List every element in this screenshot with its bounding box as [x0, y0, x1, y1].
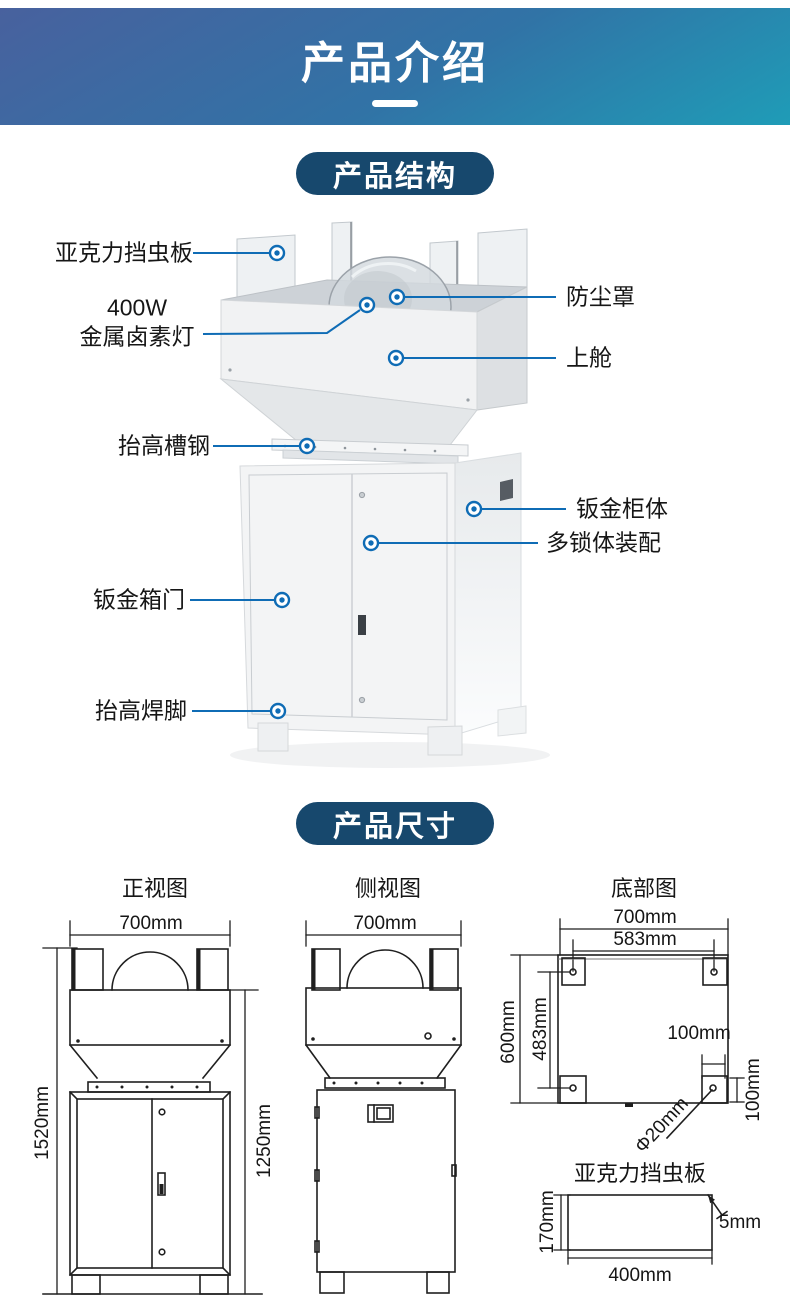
product-photo-illustration — [190, 221, 566, 768]
board-detail-title: 亚克力挡虫板 — [574, 1161, 706, 1186]
foot-left — [257, 722, 289, 752]
side-view: 侧视图 700mm — [304, 876, 463, 1294]
board-detail-height-label: 170mm — [537, 1190, 558, 1253]
side-view-title: 侧视图 — [355, 876, 421, 901]
callout-markers — [268, 244, 483, 720]
bottom-view-width-label: 700mm — [613, 907, 676, 928]
front-view-total-height-label: 1520mm — [32, 1086, 53, 1160]
callout-label-lamp-line2: 金属卤素灯 — [79, 323, 195, 349]
banner-underline — [372, 99, 418, 107]
product-structure-figure: 亚克力挡虫板 400W 金属卤素灯 防尘罩 上舱 抬高槽钢 钣金柜体 多锁体装配… — [0, 195, 790, 795]
dimension-drawings: 正视图 700mm 1520mm 1250mm — [32, 876, 764, 1295]
callout-label-cabinet-body: 钣金柜体 — [576, 495, 668, 522]
banner: 产品介绍 — [0, 8, 790, 125]
callout-lines — [190, 252, 566, 712]
section-pill-structure-label: 产品结构 — [332, 160, 457, 193]
top-white-strip — [0, 0, 790, 8]
board-detail-thickness-label: 5mm — [719, 1212, 761, 1233]
door-lock — [358, 615, 366, 635]
foot-right — [427, 725, 463, 756]
callout-label-weld-feet: 抬高焊脚 — [95, 697, 187, 724]
board-detail-width-label: 400mm — [608, 1265, 671, 1286]
bottom-view: 底部图 700mm 583mm 600mm — [498, 876, 764, 1157]
callout-label-lamp-line1: 400W — [106, 294, 168, 321]
callout-label-lamp: 400W 金属卤素灯 — [75, 293, 199, 351]
bottom-view-pad-width-label: 100mm — [667, 1023, 730, 1044]
foot-back — [497, 705, 527, 737]
bottom-view-pad-depth-label: 100mm — [743, 1058, 764, 1121]
callout-label-multi-lock: 多锁体装配 — [546, 529, 661, 556]
bottom-view-title: 底部图 — [611, 876, 677, 901]
front-view-upper-height-label: 1250mm — [254, 1104, 275, 1178]
callout-label-cabinet-door: 钣金箱门 — [93, 586, 185, 613]
bottom-view-bolt-span-depth-label: 483mm — [530, 997, 551, 1060]
side-latch — [500, 479, 513, 501]
product-dimensions-figure: 正视图 700mm 1520mm 1250mm — [0, 845, 790, 1316]
front-view-width-label: 700mm — [119, 913, 182, 934]
side-view-width-label: 700mm — [353, 913, 416, 934]
section-pill-structure: 产品结构 — [296, 152, 494, 195]
section-pill-dimensions-label: 产品尺寸 — [332, 810, 457, 843]
callout-label-upper-cabin: 上舱 — [566, 344, 612, 371]
cabinet — [230, 452, 550, 768]
bottom-tab — [625, 1103, 633, 1107]
callout-label-acrylic: 亚克力挡虫板 — [55, 239, 193, 266]
callout-label-dust-cover: 防尘罩 — [566, 283, 635, 310]
front-view-title: 正视图 — [122, 876, 188, 901]
page-title: 产品介绍 — [301, 38, 489, 88]
front-view: 正视图 700mm 1520mm 1250mm — [32, 876, 275, 1295]
bottom-view-depth-label: 600mm — [498, 1000, 519, 1063]
bottom-view-bolt-span-width-label: 583mm — [613, 929, 676, 950]
callout-label-channel-steel: 抬高槽钢 — [118, 432, 210, 459]
section-pill-dimensions: 产品尺寸 — [296, 802, 494, 845]
board-detail: 亚克力挡虫板 170mm 400mm 5mm — [537, 1161, 761, 1286]
